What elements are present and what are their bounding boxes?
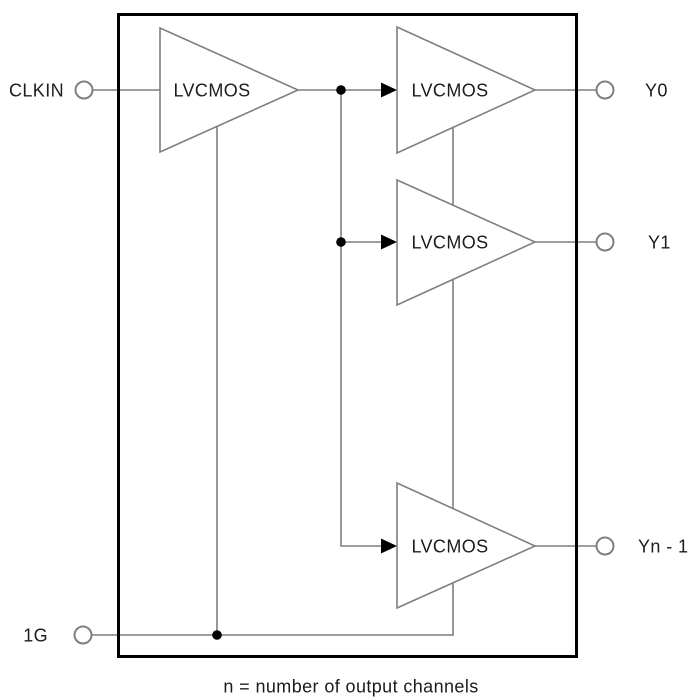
y1-pin-label: Y1	[648, 232, 671, 252]
1g-pin-label: 1G	[23, 625, 48, 645]
pins: CLKIN 1G Y0 Y1 Yn - 1	[9, 80, 688, 645]
buffers: LVCMOS LVCMOS LVCMOS LVCMOS	[159, 25, 537, 610]
output-buffer-yn1-triangle	[396, 481, 537, 610]
1g-pin-circle	[73, 625, 93, 645]
junction-dot-clock	[336, 85, 346, 95]
input-buffer-label: LVCMOS	[173, 80, 250, 100]
junction-dot-1g	[212, 630, 222, 640]
yn1-pin-circle	[595, 536, 615, 556]
yn1-pin-label: Yn - 1	[638, 536, 688, 556]
clkin-pin-circle	[74, 80, 94, 100]
junction-dots	[212, 85, 346, 640]
arrowhead-y1-input-icon	[381, 234, 397, 250]
output-buffer-y1-label: LVCMOS	[411, 232, 488, 252]
arrowhead-y0-input-icon	[381, 82, 397, 98]
device-outline	[117, 13, 578, 658]
y0-pin-circle	[595, 80, 615, 100]
input-buffer-triangle	[159, 26, 300, 154]
figure-caption: n = number of output channels	[223, 676, 478, 696]
y0-pin-label: Y0	[645, 80, 668, 100]
output-buffer-yn1-label: LVCMOS	[411, 536, 488, 556]
output-buffer-y1-triangle	[396, 178, 537, 307]
clkin-pin-label: CLKIN	[9, 80, 64, 100]
y1-pin-circle	[595, 232, 615, 252]
arrowheads	[381, 82, 397, 554]
arrowhead-yn1-input-icon	[381, 538, 397, 554]
junction-dot-y1	[336, 237, 346, 247]
output-buffer-y0-label: LVCMOS	[411, 80, 488, 100]
output-buffer-y0-triangle	[396, 25, 537, 155]
